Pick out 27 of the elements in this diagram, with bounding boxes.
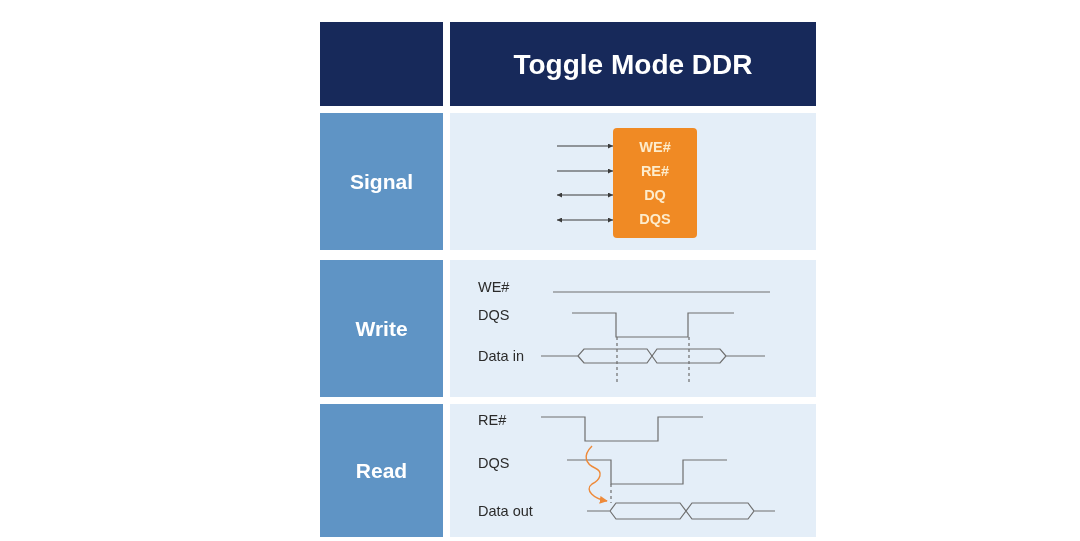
row-header-cell [320,404,443,537]
row-panel [450,404,816,537]
arrow [556,143,614,149]
row-panel [450,113,816,250]
row-label: Read [355,458,408,484]
signal-name: WE# [478,278,510,297]
signal-name: Data out [478,502,533,521]
pin-label: DQ [644,186,666,205]
arrow [556,217,614,223]
arrow [556,192,614,198]
pin-label: RE# [640,162,670,181]
row-header-cell [320,260,443,397]
row-header-cell [320,113,443,250]
pin-label: WE# [639,138,671,157]
row-panel [450,260,816,397]
title-banner [450,22,816,106]
row-label: Write [355,316,408,342]
signal-name: DQS [478,306,510,325]
signal-name: Data in [478,347,524,366]
row-label: Signal [350,169,413,195]
arrow [556,168,614,174]
header-cell [320,22,443,106]
signal-pin-box [613,128,697,238]
pin-label: DQS [639,210,671,229]
signal-name: DQS [478,454,510,473]
title-text: Toggle Mode DDR [513,47,753,82]
signal-name: RE# [478,411,507,430]
